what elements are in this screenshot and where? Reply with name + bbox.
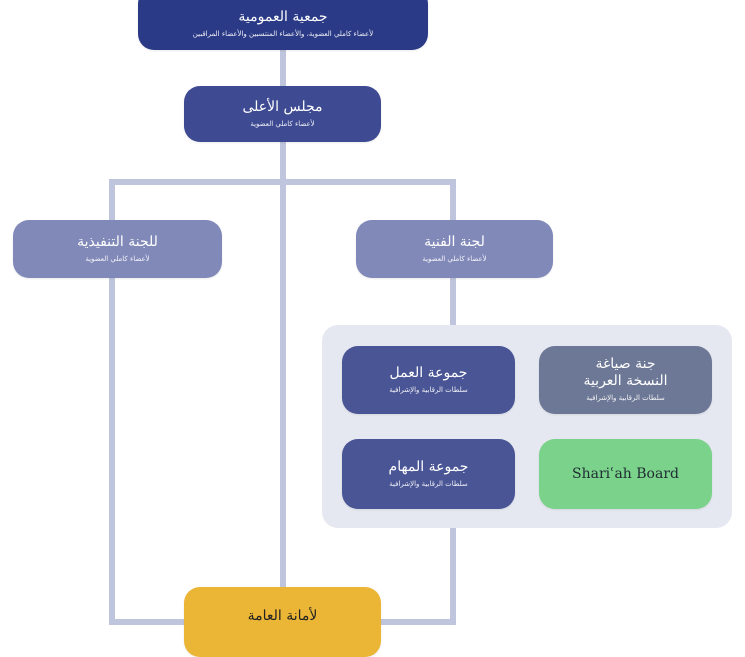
executive-committee-node[interactable]: للجنة التنفيذية لأعضاء كاملي العضوية: [13, 220, 222, 278]
technical-committee-subtitle: لأعضاء كاملي العضوية: [422, 254, 487, 263]
task-forces-subtitle: سلطات الرقابية والإشرافية: [389, 479, 468, 488]
arabic-drafting-subtitle: سلطات الرقابية والإشرافية: [586, 394, 665, 402]
executive-committee-subtitle: لأعضاء كاملي العضوية: [85, 254, 150, 263]
working-groups-subtitle: سلطات الرقابية والإشرافية: [389, 385, 468, 394]
executive-committee-title: للجنة التنفيذية: [77, 233, 158, 250]
secretariat-node[interactable]: لأمانة العامة: [184, 587, 381, 657]
general-assembly-node[interactable]: جمعية العمومية لأعضاء كاملي العضوية، وال…: [138, 0, 428, 50]
committee-branch-connector: [109, 179, 456, 220]
task-forces-node[interactable]: جموعة المهام سلطات الرقابية والإشرافية: [342, 439, 515, 509]
technical-committee-title: لجنة الفنية: [424, 233, 485, 250]
working-groups-title: جموعة العمل: [389, 364, 468, 381]
board-node[interactable]: مجلس الأعلى لأعضاء كاملي العضوية: [184, 86, 381, 142]
general-assembly-subtitle: لأعضاء كاملي العضوية، والأعضاء المنتسبين…: [192, 29, 374, 38]
technical-committee-node[interactable]: لجنة الفنية لأعضاء كاملي العضوية: [356, 220, 553, 278]
executive-secretariat-connector: [109, 278, 184, 625]
working-groups-node[interactable]: جموعة العمل سلطات الرقابية والإشرافية: [342, 346, 515, 414]
secretariat-title: لأمانة العامة: [247, 607, 318, 624]
board-subtitle: لأعضاء كاملي العضوية: [250, 119, 315, 128]
task-forces-title: جموعة المهام: [388, 458, 469, 475]
board-title: مجلس الأعلى: [242, 98, 323, 115]
arabic-drafting-title-line1: جنة صياغة: [595, 356, 656, 372]
arabic-drafting-node[interactable]: جنة صياغة النسخة العربية سلطات الرقابية …: [539, 346, 712, 414]
sharia-board-title: Shariʿah Board: [572, 465, 679, 482]
arabic-drafting-title-line2: النسخة العربية: [583, 373, 668, 389]
sharia-board-node[interactable]: Shariʿah Board: [539, 439, 712, 509]
panel-secretariat-connector: [381, 528, 456, 625]
general-assembly-title: جمعية العمومية: [238, 8, 328, 25]
